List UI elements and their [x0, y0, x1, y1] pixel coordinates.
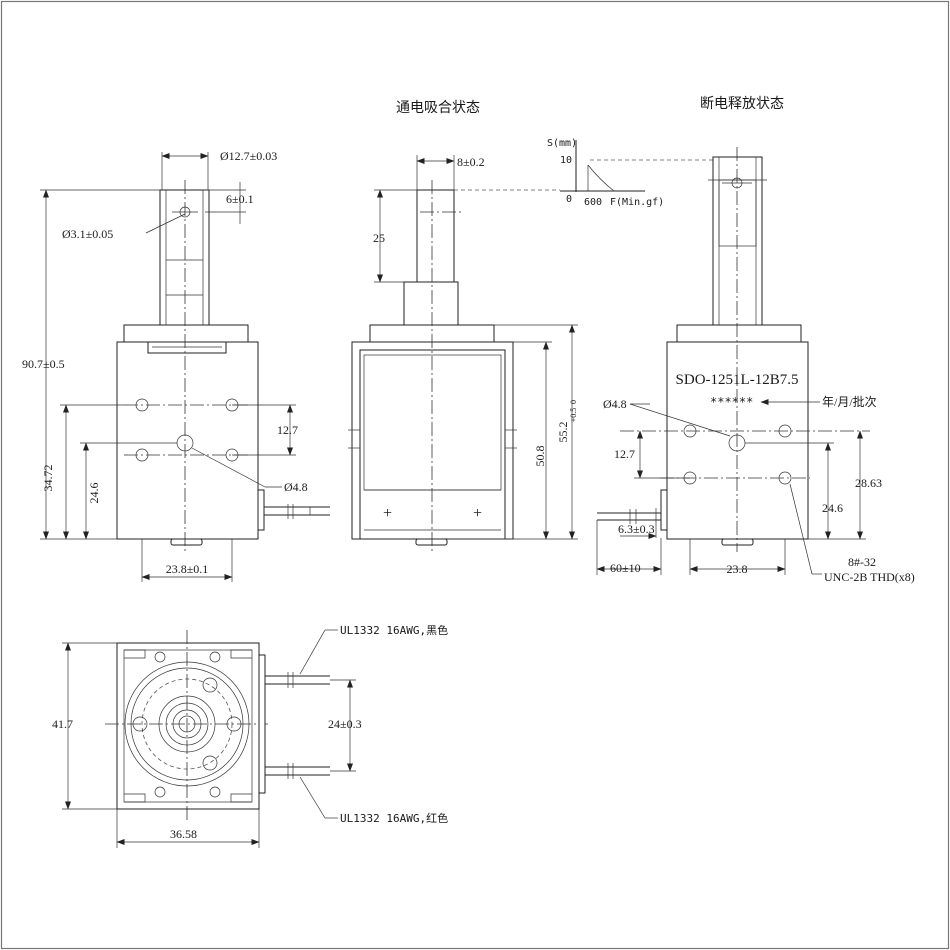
right-upper-hole-height-dim: 28.63 — [855, 476, 882, 490]
bottom-width-dim: 36.58 — [170, 827, 197, 841]
energized-state-title: 通电吸合状态 — [396, 100, 480, 116]
red-lead-label: UL1332 16AWG,红色 — [340, 811, 448, 825]
side-view: + + 8±0.2 25 50.8 55.2 +0.5 0 — [348, 155, 578, 552]
front-width-dim: 23.8±0.1 — [166, 562, 209, 576]
right-hole-height-dim: 24.6 — [822, 501, 843, 515]
body-height-tol-upper: +0.5 — [569, 408, 578, 423]
plus-mark-left: + — [383, 505, 392, 522]
force-chart-origin: 0 — [566, 194, 572, 205]
date-label: 年/月/批次 — [822, 394, 877, 409]
right-hole-spacing-dim: 12.7 — [614, 447, 635, 461]
lead-offset-dim: 6.3±0.3 — [618, 522, 655, 536]
frame-height-dim: 50.8 — [533, 446, 547, 467]
side-plunger-width-dim: 8±0.2 — [457, 155, 485, 169]
front-view: Ø12.7±0.03 6±0.1 Ø3.1±0.05 90.7±0.5 34.7… — [22, 149, 330, 582]
upper-hole-height-dim: 34.72 — [41, 465, 55, 492]
body-height-dim: 55.2 — [556, 422, 570, 443]
force-stroke-chart: S(mm) 10 0 600 F(Min.gf) — [547, 138, 732, 208]
thread-spec-b: UNC-2B THD(x8) — [824, 570, 915, 584]
hole-dia-dim: Ø3.1±0.05 — [62, 227, 113, 241]
force-chart-y-axis: S(mm) — [547, 138, 577, 149]
lower-hole-height-dim: 24.6 — [87, 483, 101, 504]
black-lead-label: UL1332 16AWG,黑色 — [340, 623, 448, 637]
bottom-view: UL1332 16AWG,黑色 UL1332 16AWG,红色 24±0.3 4… — [52, 623, 448, 848]
right-view: SDO-1251L-12B7.5 ****** 年/月/批次 Ø4.8 12.7… — [596, 147, 915, 584]
body-height-tol-lower: 0 — [569, 400, 578, 404]
lot-code: ****** — [710, 395, 753, 409]
center-dia-dim: Ø4.8 — [284, 480, 308, 494]
bottom-height-dim: 41.7 — [52, 717, 73, 731]
hole-spacing-dim: 12.7 — [277, 423, 298, 437]
right-width-dim: 23.8 — [727, 562, 748, 576]
thread-spec-a: 8#-32 — [848, 555, 876, 569]
hole-offset-dim: 6±0.1 — [226, 192, 254, 206]
plunger-width-dim: Ø12.7±0.03 — [220, 149, 277, 163]
stroke-dim: 25 — [373, 231, 385, 245]
overall-height-dim: 90.7±0.5 — [22, 357, 65, 371]
right-center-dia-dim: Ø4.8 — [603, 397, 627, 411]
lead-length-dim: 60±10 — [610, 561, 641, 575]
lead-spacing-dim: 24±0.3 — [328, 717, 362, 731]
force-chart-y-value: 10 — [560, 155, 572, 166]
de-energized-state-title: 断电释放状态 — [700, 96, 784, 112]
force-chart-x-value: 600 — [584, 197, 602, 208]
force-chart-x-axis: F(Min.gf) — [610, 197, 664, 208]
plus-mark-right: + — [473, 505, 482, 522]
